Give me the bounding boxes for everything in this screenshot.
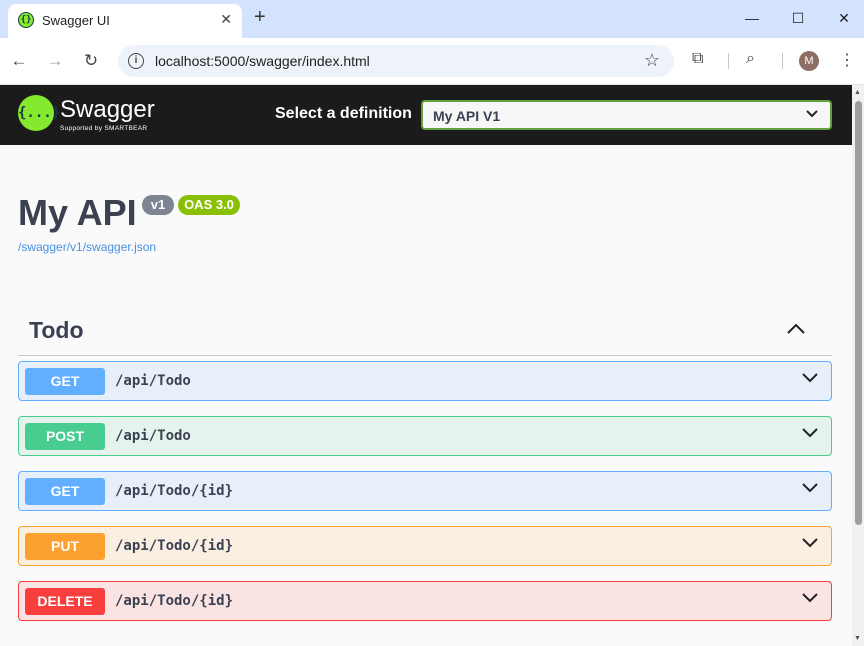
url-text[interactable]: localhost:5000/swagger/index.html (155, 53, 370, 69)
reload-icon[interactable]: ↻ (83, 51, 99, 70)
toolbar-divider (782, 53, 783, 69)
tag-divider (18, 355, 832, 356)
toolbar-divider (728, 53, 729, 69)
chevron-up-icon[interactable] (786, 322, 806, 336)
swagger-favicon-icon: {} (18, 12, 34, 28)
logo-text: Swagger (60, 96, 155, 123)
avatar[interactable]: M (799, 51, 819, 71)
definition-selected-value: My API V1 (433, 108, 501, 124)
plus-icon[interactable]: + (254, 6, 266, 28)
spec-link[interactable]: /swagger/v1/swagger.json (18, 240, 157, 254)
operation-get-todos[interactable]: GET /api/Todo (18, 361, 832, 401)
close-icon[interactable]: ✕ (220, 11, 232, 27)
forward-icon[interactable]: → (46, 51, 64, 70)
chevron-down-icon[interactable] (801, 482, 819, 494)
swagger-topbar: {...} Swagger Supported by SMARTBEAR Sel… (0, 85, 852, 145)
menu-icon[interactable]: ⋮ (839, 52, 855, 69)
chevron-down-icon[interactable] (801, 592, 819, 604)
method-badge: PUT (25, 533, 105, 560)
method-badge: POST (25, 423, 105, 450)
method-badge: GET (25, 478, 105, 505)
extensions-icon[interactable]: ⧉ (692, 50, 704, 67)
scrollbar[interactable]: ▲ ▼ (852, 85, 864, 646)
logo-subtext: Supported by SMARTBEAR (60, 125, 148, 132)
method-badge: GET (25, 368, 105, 395)
operation-put-todo[interactable]: PUT /api/Todo/{id} (18, 526, 832, 566)
oas-badge: OAS 3.0 (178, 195, 240, 215)
browser-tab-strip: {} Swagger UI ✕ + — ☐ ✕ (0, 0, 864, 38)
tag-title[interactable]: Todo (29, 317, 84, 343)
definition-select[interactable]: My API V1 (421, 100, 832, 130)
minimize-icon[interactable]: — (745, 10, 759, 26)
browser-tab[interactable]: {} Swagger UI ✕ (8, 4, 242, 38)
chevron-down-icon (806, 110, 818, 118)
chevron-down-icon[interactable] (801, 372, 819, 384)
window-close-icon[interactable]: ✕ (838, 10, 850, 26)
operation-get-todo-by-id[interactable]: GET /api/Todo/{id} (18, 471, 832, 511)
operation-path: /api/Todo (115, 373, 191, 389)
operation-post-todo[interactable]: POST /api/Todo (18, 416, 832, 456)
scroll-up-arrow-icon[interactable]: ▲ (854, 89, 861, 96)
info-icon[interactable]: i (128, 53, 144, 69)
scroll-down-arrow-icon[interactable]: ▼ (854, 635, 861, 642)
star-icon[interactable]: ☆ (643, 50, 660, 70)
chevron-down-icon[interactable] (801, 427, 819, 439)
address-bar[interactable]: i localhost:5000/swagger/index.html ☆ (118, 45, 674, 77)
tab-search-icon[interactable]: ⌕ (746, 50, 755, 67)
operation-delete-todo[interactable]: DELETE /api/Todo/{id} (18, 581, 832, 621)
tab-title: Swagger UI (42, 13, 110, 28)
definition-label: Select a definition (275, 105, 412, 122)
operation-path: /api/Todo/{id} (115, 538, 234, 554)
page-title: My API (18, 192, 137, 233)
method-badge: DELETE (25, 588, 105, 615)
version-badge: v1 (142, 195, 174, 215)
maximize-icon[interactable]: ☐ (791, 10, 805, 26)
operation-path: /api/Todo/{id} (115, 593, 234, 609)
scrollbar-thumb[interactable] (855, 101, 862, 525)
browser-toolbar: ← → ↻ i localhost:5000/swagger/index.htm… (0, 38, 864, 85)
operation-path: /api/Todo (115, 428, 191, 444)
operation-path: /api/Todo/{id} (115, 483, 234, 499)
back-icon[interactable]: ← (10, 51, 28, 70)
chevron-down-icon[interactable] (801, 537, 819, 549)
swagger-logo-icon[interactable]: {...} (18, 95, 60, 131)
